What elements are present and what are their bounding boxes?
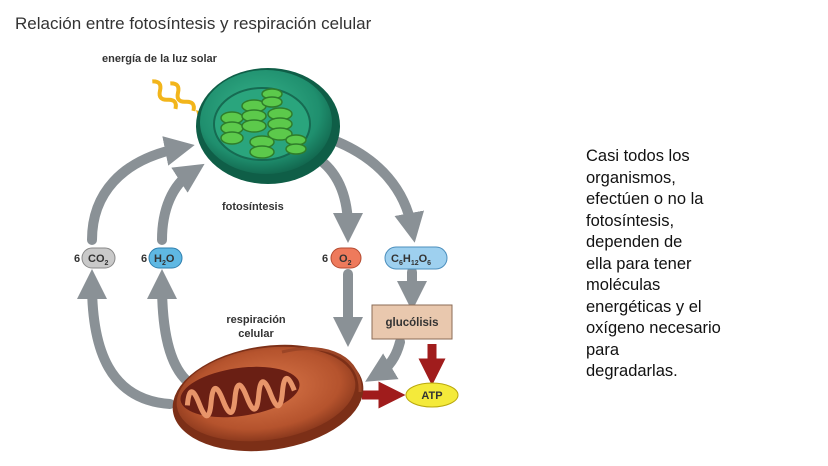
h2o-text-o: O [166,253,175,265]
side-text-line: dependen de [586,233,683,251]
co2-to-chloroplast-arrow [87,136,195,245]
side-text-line: fotosíntesis, [586,211,675,230]
side-text-line: Casi todos los [586,147,690,165]
co2-subscript: 2 [105,260,109,267]
h2o-coefficient: 6 [141,253,147,265]
glucose-o: O [419,253,428,265]
photosynthesis-label: fotosíntesis [222,201,284,213]
side-text-line: ella para tener [586,254,692,273]
glucose-c-sub: 6 [399,260,403,267]
o2-molecule: 6 O2 [322,247,362,269]
svg-text:O2: O2 [339,253,352,267]
co2-molecule: 6 CO2 [74,247,116,269]
glycolysis-label: glucólisis [385,317,438,329]
side-text-line: energéticas y el [586,297,702,316]
respiration-label-line1: respiración [226,314,286,326]
side-text-line: moléculas [586,276,661,294]
side-text-line: oxígeno necesario [586,319,721,337]
respiration-label-line2: celular [238,328,274,340]
glucose-c: C [391,253,399,265]
glucose-h: H [403,253,411,265]
mitochondria-to-co2-arrow [77,269,175,409]
h2o-text-h: H [154,253,162,265]
atp-molecule: ATP [405,382,459,408]
glycolysis-box: glucólisis [371,304,453,340]
h2o-to-chloroplast-arrow [157,163,205,245]
page-title: Relación entre fotosíntesis y respiració… [15,14,372,33]
h2o-subscript: 2 [162,260,166,267]
chloroplast-to-glucose-arrow [333,137,425,243]
glucose-o-sub: 6 [427,260,431,267]
svg-text:C6H12O6: C6H12O6 [391,253,431,267]
chloroplast-illustration [196,68,340,184]
chloroplast-to-o2-arrow [315,155,363,243]
o2-coefficient: 6 [322,253,328,265]
side-text-line: efectúen o no la [586,190,704,208]
mitochondria-to-h2o-arrow [147,269,191,385]
side-text-line: para [586,340,620,359]
glucose-h-sub: 12 [411,260,419,267]
atp-arrows [362,344,446,409]
o2-subscript: 2 [348,260,352,267]
svg-text:H2O: H2O [154,253,175,267]
co2-text: CO [88,253,105,265]
side-explanation-text: Casi todos los organismos, efectúen o no… [586,146,806,383]
svg-text:CO2: CO2 [88,253,109,267]
side-text-line: organismos, [586,168,676,187]
h2o-molecule: 6 H2O [141,247,183,269]
glycolysis-to-mitochondria-arrow [365,337,405,382]
mitochondrion-illustration [172,344,364,452]
atp-label: ATP [421,390,442,402]
cycle-arrows [77,136,427,409]
sunlight-label: energía de la luz solar [102,53,218,65]
side-text-line: degradarlas. [586,362,678,380]
o2-text: O [339,253,348,265]
glucose-molecule: C6H12O6 [384,246,448,270]
co2-coefficient: 6 [74,253,80,265]
